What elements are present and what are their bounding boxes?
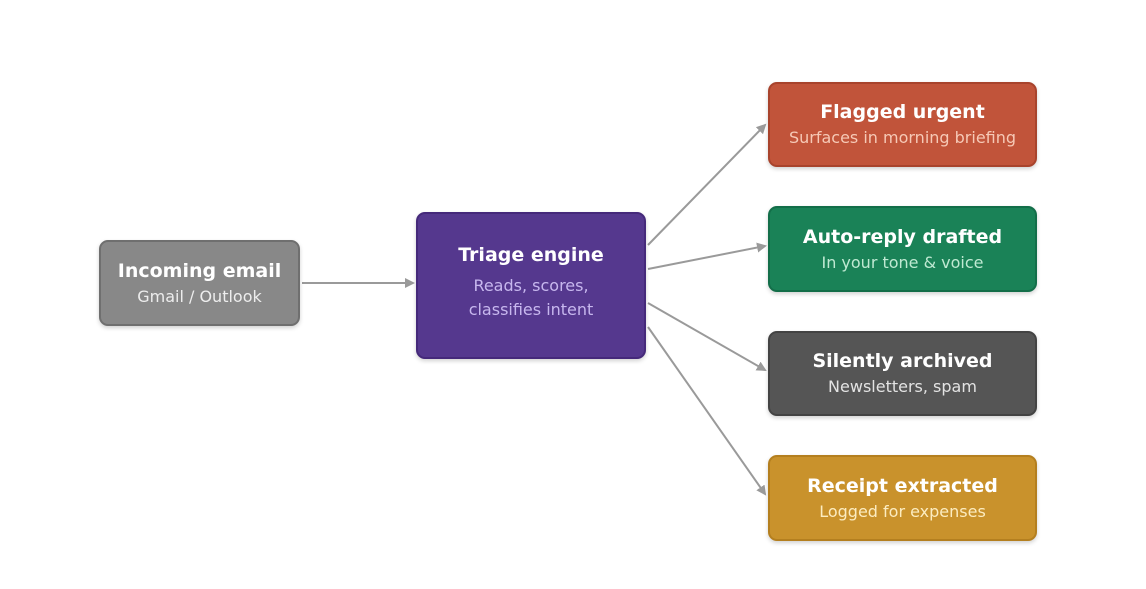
triage-engine-node: Triage engine Reads, scores, classifies … [416,212,646,359]
incoming-email-subtitle: Gmail / Outlook [137,286,262,306]
arrow-engine-to-archive [647,302,767,371]
arrow-engine-to-reply [647,242,767,270]
flagged-urgent-node: Flagged urgent Surfaces in morning brief… [768,82,1037,167]
silently-archived-subtitle: Newsletters, spam [828,377,977,396]
triage-engine-title: Triage engine [458,244,604,266]
flagged-urgent-subtitle: Surfaces in morning briefing [788,128,1017,147]
triage-engine-subtitle-line2: classifies intent [468,300,594,319]
auto-reply-node: Auto-reply drafted In your tone & voice [768,206,1037,292]
receipt-extracted-title: Receipt extracted [807,474,998,497]
receipt-extracted-subtitle: Logged for expenses [819,501,986,521]
incoming-email-title: Incoming email [117,259,282,282]
arrow-engine-to-urgent [647,123,767,246]
arrow-engine-to-receipt [647,326,767,496]
auto-reply-subtitle: In your tone & voice [821,252,984,272]
flagged-urgent-title: Flagged urgent [820,101,985,123]
silently-archived-title: Silently archived [812,350,993,372]
silently-archived-node: Silently archived Newsletters, spam [768,331,1037,416]
triage-engine-subtitle-line1: Reads, scores, [473,276,589,295]
receipt-extracted-node: Receipt extracted Logged for expenses [768,455,1037,541]
incoming-email-node: Incoming email Gmail / Outlook [99,240,300,326]
triage-engine-subtitle: Reads, scores, classifies intent [469,274,594,322]
auto-reply-title: Auto-reply drafted [802,225,1003,248]
